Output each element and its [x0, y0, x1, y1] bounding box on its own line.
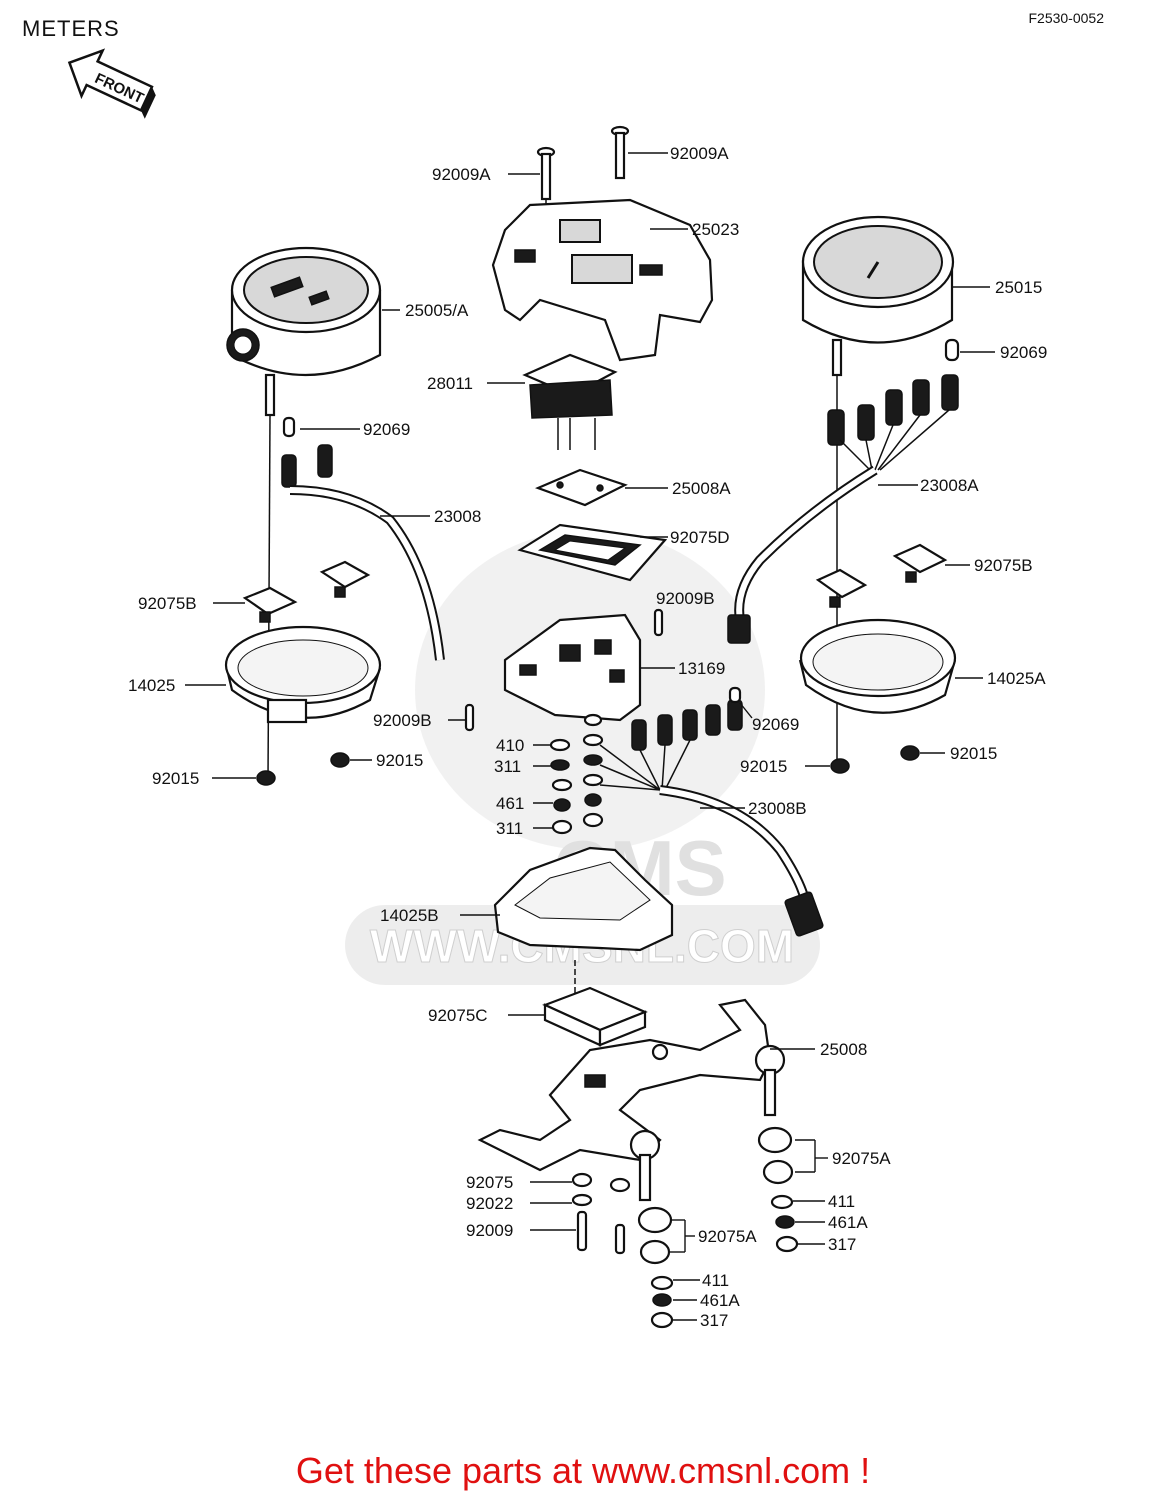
part-label: 14025A: [987, 669, 1046, 688]
part-label: 92015: [740, 757, 787, 776]
part-label: 25008A: [672, 479, 731, 498]
part-label: 92015: [950, 744, 997, 763]
part-label: 411: [828, 1192, 855, 1211]
rubber-92075b-right: [892, 543, 948, 583]
nut-92015-mid-left: [330, 752, 350, 768]
part-label: 461: [496, 794, 524, 813]
meter-25005a: [226, 246, 382, 781]
rubber-92075a-mid: [637, 1206, 674, 1329]
part-label: 92075D: [670, 528, 730, 547]
nut-92015-mid-right: [830, 758, 850, 774]
part-label: 92069: [363, 420, 410, 439]
nut-92015-left: [256, 770, 276, 786]
fasteners-lower-left: [571, 1172, 631, 1255]
plate-25008a: [535, 468, 628, 507]
screw-92009a-right: [610, 125, 630, 180]
part-label: 410: [496, 736, 524, 755]
part-label: 311: [494, 757, 521, 776]
front-arrow-icon: FRONT: [67, 48, 156, 119]
bracket-25008: [477, 998, 786, 1202]
case-14025: [224, 625, 382, 724]
part-label: 92015: [376, 751, 423, 770]
part-labels: 92009A 92009A 25023 25005/A 25015 92069 …: [128, 144, 1047, 1330]
pad-92075c: [542, 986, 648, 1047]
module-28011: [522, 353, 618, 450]
part-label: 92075C: [428, 1006, 488, 1025]
part-label: 92009: [466, 1221, 513, 1240]
part-label: 25005/A: [405, 301, 469, 320]
rubber-92075a-right: [757, 1126, 799, 1253]
part-label: 311: [496, 819, 523, 838]
nut-92015-far-right: [900, 745, 920, 761]
part-label: 92009A: [432, 165, 491, 184]
rubber-92075b-left-2: [319, 560, 371, 598]
part-label: 25023: [692, 220, 739, 239]
case-14025a: [798, 618, 957, 714]
footer-link[interactable]: Get these parts at www.cmsnl.com !: [295, 1450, 871, 1491]
part-label: 411: [702, 1271, 729, 1290]
part-label: 92009B: [373, 711, 432, 730]
watermark-text: WWW.CMSNL.COM: [370, 920, 794, 972]
part-label: 13169: [678, 659, 725, 678]
part-label: 28011: [427, 374, 473, 393]
part-label: 92015: [152, 769, 199, 788]
part-label: 92075: [466, 1173, 513, 1192]
part-label: 23008A: [920, 476, 979, 495]
part-label: 317: [828, 1235, 856, 1254]
part-label: 461A: [700, 1291, 740, 1310]
part-label: 14025: [128, 676, 175, 695]
rubber-92075b-left: [242, 586, 298, 623]
part-label: 25015: [995, 278, 1042, 297]
rubber-92075b-right-2: [815, 568, 868, 608]
part-label: 92069: [752, 715, 799, 734]
bulbs-right: [827, 338, 960, 446]
harness-23008b: [599, 686, 824, 937]
part-label: 14025B: [380, 906, 439, 925]
harness-23008: [281, 416, 445, 661]
part-label: 92075B: [138, 594, 197, 613]
harness-23008a: [727, 409, 950, 644]
page-title: METERS: [22, 16, 120, 41]
part-label: 25008: [820, 1040, 867, 1059]
tray-14025b: [493, 846, 674, 952]
part-label: 92022: [466, 1194, 513, 1213]
part-label: 92075A: [698, 1227, 757, 1246]
meter-cover-25023: [491, 198, 714, 362]
part-label: 92009A: [670, 144, 729, 163]
part-label: 92009B: [656, 589, 715, 608]
part-label: 317: [700, 1311, 728, 1330]
screw-92009b-right: [653, 608, 664, 637]
part-label: 92075A: [832, 1149, 891, 1168]
part-label: 92075B: [974, 556, 1033, 575]
part-label: 92069: [1000, 343, 1047, 362]
part-label: 461A: [828, 1213, 868, 1232]
diagram-code: F2530-0052: [1028, 10, 1104, 26]
part-label: 23008B: [748, 799, 807, 818]
part-label: 23008: [434, 507, 481, 526]
housing-13169: [503, 613, 642, 722]
gasket-92075d: [517, 523, 668, 582]
screw-92009b-left: [464, 703, 475, 732]
leader-lines: [185, 152, 995, 1321]
